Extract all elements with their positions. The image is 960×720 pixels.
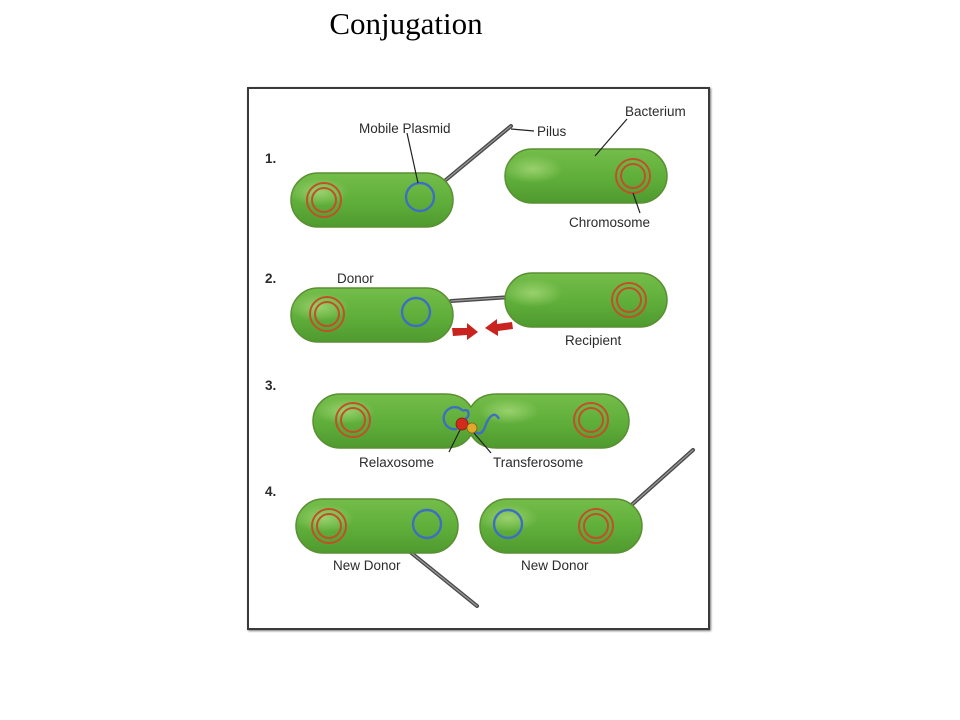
arrow-right-icon (452, 323, 478, 340)
bacterium-leader (594, 118, 628, 157)
new-donor-cell-left (294, 498, 459, 554)
recipient-cell-step2 (503, 272, 668, 328)
pilus-step4-left (407, 549, 479, 608)
bacterium-label: Bacterium (625, 104, 686, 119)
donor-cell-step2 (289, 287, 454, 343)
arrow-left-icon (485, 319, 513, 336)
transferosome-leader (473, 432, 492, 454)
plasmid-icon (492, 508, 524, 540)
pilus-step2 (449, 295, 513, 303)
step-1-number: 1. (265, 151, 276, 166)
recipient-label: Recipient (565, 333, 622, 348)
plasmid-icon (400, 296, 432, 328)
slide-title: Conjugation (329, 6, 483, 41)
chromosome-label: Chromosome (569, 215, 650, 230)
new-donor-label-left: New Donor (333, 558, 401, 573)
step-3-number: 3. (265, 378, 276, 393)
donor-cell-step1 (289, 172, 454, 228)
mobile-plasmid-leader (406, 132, 419, 184)
new-donor-cell-right (478, 498, 643, 554)
pilus-label: Pilus (537, 124, 567, 139)
relaxosome-icon (455, 417, 469, 431)
step-2-number: 2. (265, 271, 276, 286)
transferosome-icon (466, 422, 478, 434)
nicked-plasmid-icon (442, 406, 470, 431)
pilus-leader (510, 128, 535, 132)
conjugation-figure: 1. Pilus Mobile Plasmid Bacterium Chromo… (247, 87, 710, 630)
recipient-cell-step1 (503, 148, 668, 204)
chromosome-leader (632, 192, 641, 214)
step-4-number: 4. (265, 484, 276, 499)
transferosome-label: Transferosome (493, 455, 583, 470)
mating-pair-step3 (312, 393, 630, 449)
pilus-step1 (439, 124, 513, 186)
relaxosome-leader (448, 429, 461, 453)
pilus-step4-right (625, 448, 695, 511)
relaxosome-label: Relaxosome (359, 455, 434, 470)
new-donor-label-right: New Donor (521, 558, 589, 573)
donor-label: Donor (337, 271, 374, 286)
conjugation-diagram: 1. Pilus Mobile Plasmid Bacterium Chromo… (265, 104, 695, 608)
mobile-plasmid-label: Mobile Plasmid (359, 121, 451, 136)
converging-arrows (452, 319, 513, 340)
plasmid-icon (411, 508, 443, 540)
plasmid-icon (404, 181, 436, 213)
